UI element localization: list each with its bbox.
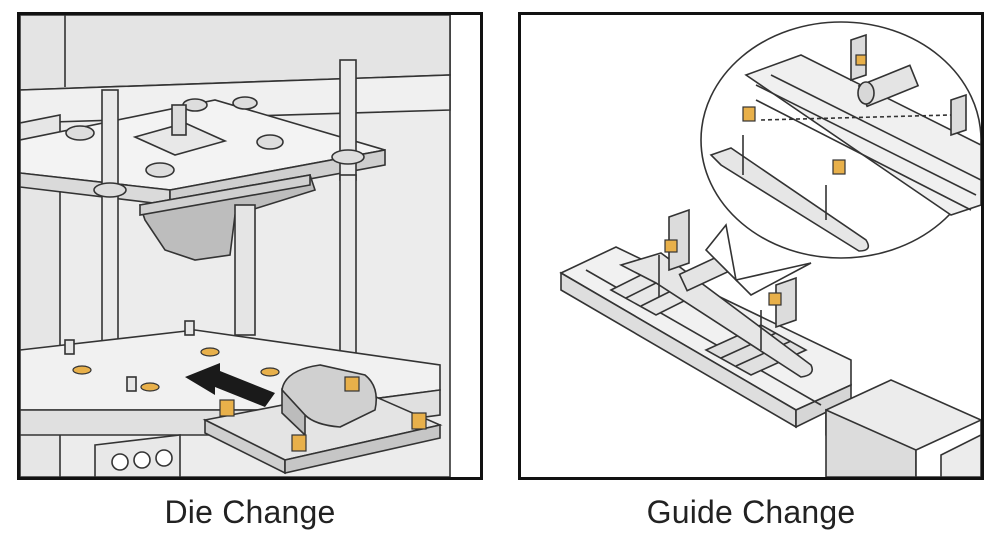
guide-rail-illustration [559,21,981,477]
press-die-illustration [20,15,451,477]
caption-die-change: Die Change [164,494,336,530]
die-change-panel [17,12,483,480]
caption-guide-change: Guide Change [646,494,856,530]
guide-change-panel [518,12,984,480]
